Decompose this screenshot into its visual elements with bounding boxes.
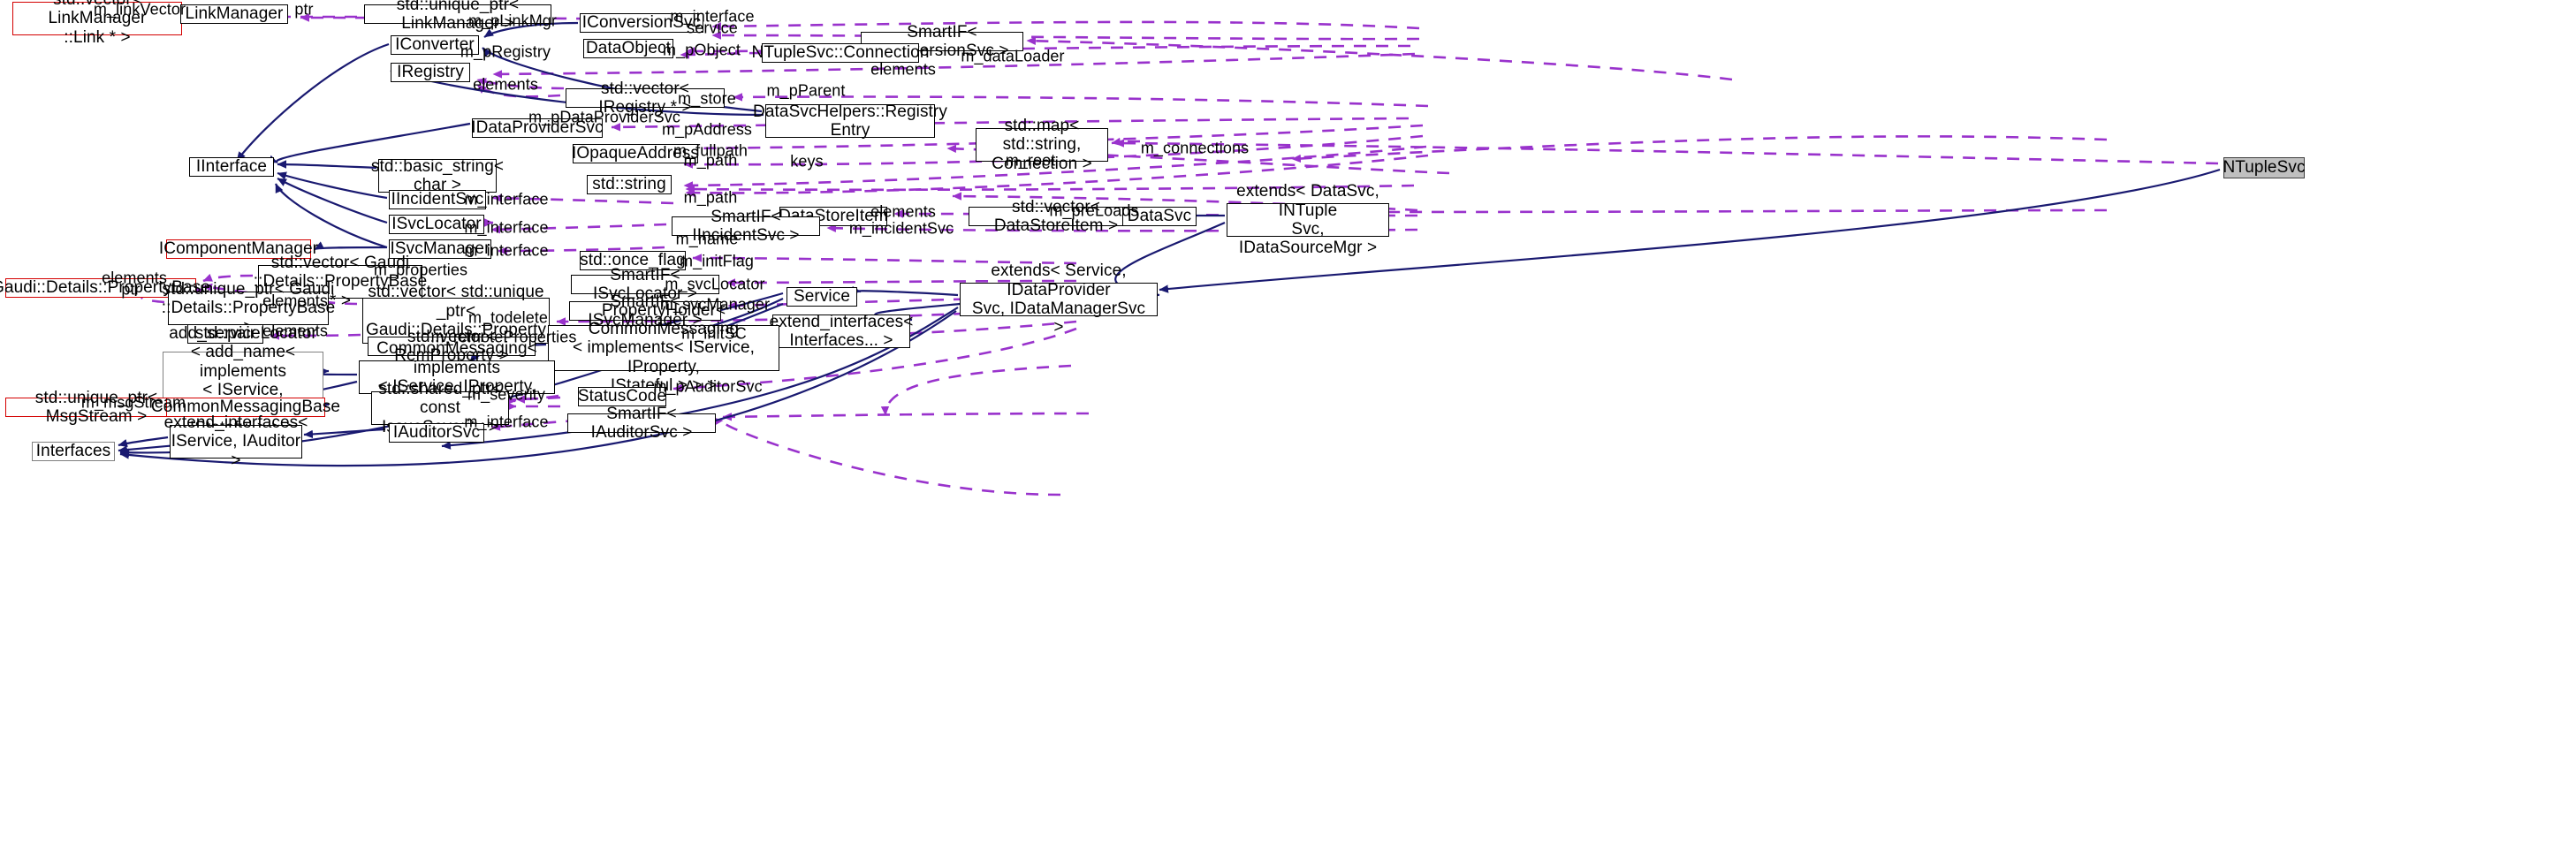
edge-label: m_todelete	[467, 308, 549, 327]
edge-label: m_path	[683, 188, 738, 207]
edge-label: elements	[473, 75, 538, 94]
edge-label: service	[687, 19, 738, 37]
edge-label: keys	[790, 152, 824, 171]
class-node-iconversionsvc[interactable]: IConversionSvc	[580, 13, 703, 33]
edge-label: m_pAuditorSvc	[653, 377, 763, 396]
class-node-statuscode[interactable]: StatusCode	[577, 387, 667, 406]
edge-label: elements	[870, 202, 936, 221]
class-node-idataprovidersvc[interactable]: IDataProviderSvc	[471, 118, 604, 138]
class-node-icomponentmanager[interactable]: IComponentManager	[158, 239, 319, 259]
edge-label: elements	[262, 292, 328, 310]
class-node-interfaces[interactable]: Interfaces	[32, 442, 115, 461]
edge-label: elements	[102, 269, 167, 287]
class-node-commonmessagingbase[interactable]: CommonMessagingBase	[150, 398, 341, 417]
class-node-std_pair[interactable]: std::pair	[187, 324, 263, 344]
class-node-gaudi_propertybase[interactable]: Gaudi::Details::PropertyBase	[0, 278, 210, 298]
class-node-dataobject[interactable]: DataObject	[583, 39, 673, 58]
class-node-service[interactable]: Service	[786, 287, 857, 307]
edge-label: m_connections	[1140, 139, 1250, 157]
edge-label: m_name	[675, 230, 739, 248]
class-node-vec_propertybase_ptr[interactable]: std::vector< Gaudi ::Details::PropertyBa…	[253, 254, 428, 310]
edge-label: m_remoteProperties	[430, 328, 577, 346]
edge-label: m_fullpath	[672, 141, 748, 160]
edge-label: elements	[870, 60, 936, 79]
edge-label: m_linkVector	[93, 0, 186, 19]
class-node-isvclocator[interactable]: ISvcLocator	[389, 215, 484, 234]
edge-label: m_svcManager	[659, 295, 771, 314]
class-node-linkmanager[interactable]: LinkManager	[180, 4, 288, 24]
class-node-ntuplesvc[interactable]: NTupleSvc	[2223, 157, 2306, 178]
class-node-datasvc[interactable]: DataSvc	[1122, 207, 1197, 226]
class-node-vec_linkmanager[interactable]: std::vector< LinkManager ::Link * >	[12, 0, 182, 47]
class-node-vec_datastoreitem[interactable]: std::vector< DataStoreItem >	[969, 198, 1144, 235]
edge-label: m_incidentSvc	[848, 219, 954, 238]
class-node-iconverter[interactable]: IConverter	[391, 35, 479, 55]
edge-label: m_interface	[464, 413, 549, 431]
class-node-extends_datasvc[interactable]: extends< DataSvc, INTuple Svc, IDataSour…	[1227, 182, 1389, 257]
edge-label: m_preLoads	[1049, 201, 1139, 220]
class-node-registryentry[interactable]: DataSvcHelpers::Registry Entry	[753, 102, 947, 140]
edge-label: m_properties	[373, 261, 468, 279]
class-node-uptr_propertybase[interactable]: std::unique_ptr< Gaudi ::Details::Proper…	[162, 280, 336, 337]
edge-label: m_pDataProviderSvc	[528, 108, 680, 126]
edge-label: m_severity	[467, 385, 546, 404]
edge-label: m_interface	[464, 190, 549, 208]
edge-label: m_pRegistry	[460, 42, 551, 61]
edge-label: m_svcLocator	[665, 275, 765, 293]
edge-label: m_initFlag	[679, 252, 755, 270]
class-node-ntuplesvc_connection[interactable]: NTupleSvc::Connection	[751, 43, 930, 63]
class-node-iauditorsvc[interactable]: IAuditorSvc	[389, 423, 484, 443]
edge-label: m_root	[1005, 151, 1056, 170]
edge-label: m_interface	[464, 241, 549, 260]
edge-label: m_pLinkMgr	[467, 11, 558, 30]
class-node-iincidentsvc[interactable]: IIncidentSvc	[389, 190, 486, 209]
class-node-basic_string_char[interactable]: std::basic_string< char >	[370, 156, 505, 194]
edge-label: ptr	[121, 280, 141, 299]
class-node-uptr_linkmanager[interactable]: std::unique_ptr< LinkManager >	[364, 0, 551, 33]
class-node-vec_iregistry[interactable]: std::vector< IRegistry * >	[566, 80, 725, 117]
class-node-extends_service_datasvc[interactable]: extends< Service, IDataProvider Svc, IDa…	[960, 261, 1158, 337]
class-node-iopaqueaddress[interactable]: IOpaqueAddress	[572, 144, 699, 163]
edge-label: m_msgStream	[80, 393, 186, 412]
class-node-once_flag[interactable]: std::once_flag	[580, 251, 686, 270]
edge-label: elements	[262, 322, 328, 340]
class-node-propertyholder[interactable]: PropertyHolder< CommonMessaging < implem…	[548, 301, 779, 395]
edge-label: m_initSC	[681, 324, 747, 343]
edge-label: m_dataLoader	[961, 47, 1065, 65]
edge-label: m_store	[678, 89, 736, 108]
edge-label: m_pAddress	[661, 120, 753, 139]
class-node-extend_interfaces_iauditor[interactable]: extend_interfaces< IService, IAuditor >	[163, 413, 308, 470]
class-node-iregistry[interactable]: IRegistry	[391, 63, 470, 82]
class-node-extend_interfaces_var[interactable]: extend_interfaces< Interfaces... >	[769, 312, 914, 350]
class-node-isvcmanager[interactable]: ISvcManager	[389, 239, 491, 259]
edge-label: m_interface	[670, 7, 755, 26]
class-node-smartif_iauditorsvc[interactable]: SmartIF< IAuditorSvc >	[567, 405, 716, 442]
edge-label: m_pParent	[766, 81, 846, 100]
class-node-iinterface[interactable]: IInterface	[189, 157, 274, 177]
class-node-std_string[interactable]: std::string	[587, 175, 672, 194]
edge-label: m_pObject	[663, 41, 741, 59]
edge-label: m_path	[683, 151, 738, 170]
edge-label: m_interface	[464, 218, 549, 237]
edge-label: ptr	[294, 0, 314, 19]
